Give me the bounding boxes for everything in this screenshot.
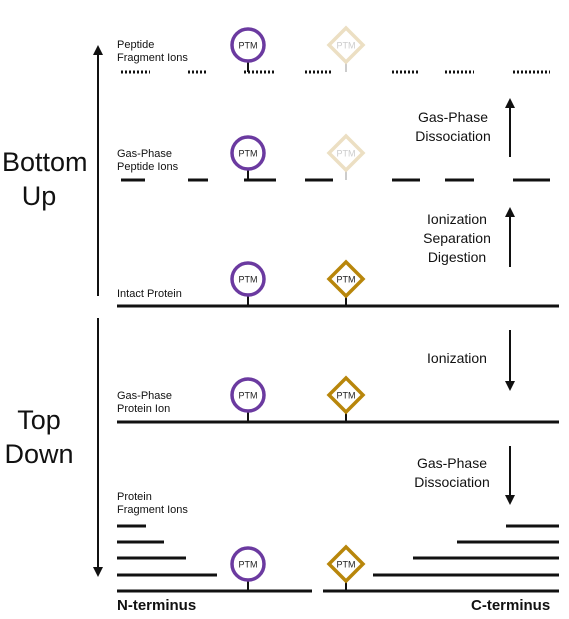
step-gas-phase-dissociation-bottom: Gas-Phase Dissociation [397,454,507,492]
gas-phase-peptide-ions-line-1: Gas-Phase [117,148,173,160]
ptm-fragment-diamond-diamond [326,544,366,584]
ptm-intact-circle-circle [230,261,266,297]
ptm-peptide-fragment-diamond-label: PTM [337,41,356,51]
bottom-up-label-line-1: Bottom [2,147,88,177]
step-isd-line-1: Ionization [427,211,487,227]
gas-phase-protein-ion-line-2: Protein Ion [117,402,171,415]
ptm-protein-ion-circle-circle [230,377,266,413]
bottom-up-label: Bottom Up [2,146,88,214]
ptm-intact-circle-label: PTM [239,275,258,285]
ptm-peptide-ion-circle-circle [230,135,266,171]
gas-phase-peptide-ions-label: Gas-Phase Peptide Ions [117,148,178,173]
gas-phase-peptide-ions-line-2: Peptide Ions [117,160,179,173]
top-down-label-line-1: Top [17,405,61,435]
ptm-intact-diamond-diamond [326,259,366,299]
step-dissociation-top-line-1: Gas-Phase [417,109,489,125]
step-isd-line-3: Digestion [427,248,487,265]
ptm-fragment-circle-label: PTM [239,560,258,570]
step-dissociation-bottom-line-2: Dissociation [414,473,490,490]
gas-phase-protein-ion-label: Gas-Phase Protein Ion [117,390,172,415]
protein-fragment-ions-label: Protein Fragment Ions [117,491,188,516]
peptide-fragment-ions-line-2: Fragment Ions [117,51,188,64]
ptm-peptide-ion-diamond-diamond [326,133,366,173]
ptm-peptide-ion-diamond-label: PTM [337,149,356,159]
c-terminus-label: C-terminus [471,597,551,614]
bottom-up-label-line-2: Up [21,180,57,211]
ptm-fragment-circle-circle [230,546,266,582]
ptm-peptide-fragment-diamond-diamond [326,25,366,65]
top-down-label-line-2: Down [4,438,74,469]
step-dissociation-bottom-line-1: Gas-Phase [416,455,488,471]
gas-phase-protein-ion-line-1: Gas-Phase [117,390,173,402]
ptm-peptide-fragment-circle-label: PTM [239,41,258,51]
step-dissociation-top-line-2: Dissociation [415,127,491,144]
peptide-fragment-ions-line-1: Peptide [117,39,155,51]
intact-protein-label: Intact Protein [117,288,182,300]
ptm-protein-ion-circle-label: PTM [239,391,258,401]
step-isd-line-2: Separation [423,229,491,246]
ptm-protein-ion-diamond-diamond [326,375,366,415]
ptm-protein-ion-diamond-label: PTM [337,391,356,401]
top-down-label: Top Down [2,404,76,472]
protein-fragment-ions-line-1: Protein [117,491,152,503]
step-gas-phase-dissociation-top: Gas-Phase Dissociation [398,108,508,146]
ptm-fragment-diamond-label: PTM [337,560,356,570]
n-terminus-label: N-terminus [117,597,197,614]
protein-layer: PTM PTM PTM PTM PTM PTM PTM PTM PTM PTM [117,25,559,593]
protein-fragment-ions-line-2: Fragment Ions [117,503,188,516]
peptide-fragment-ions-label: Peptide Fragment Ions [117,39,188,64]
ptm-peptide-ion-circle-label: PTM [239,149,258,159]
step-ionization: Ionization [427,350,487,366]
step-ionization-separation-digestion: Ionization Separation Digestion [402,210,512,267]
ptm-peptide-fragment-circle-circle [230,27,266,63]
ptm-intact-diamond-label: PTM [337,275,356,285]
